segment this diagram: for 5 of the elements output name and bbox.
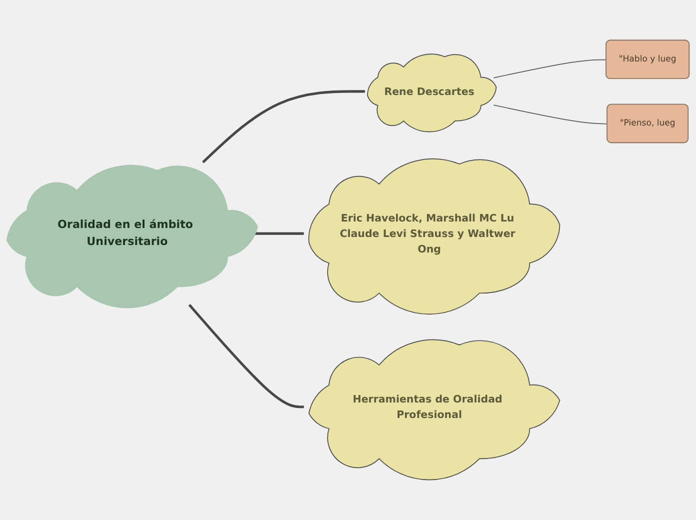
connector bbox=[252, 232, 304, 235]
connector bbox=[202, 90, 365, 164]
connector bbox=[493, 104, 608, 124]
connector bbox=[493, 59, 607, 78]
connector bbox=[188, 304, 304, 408]
